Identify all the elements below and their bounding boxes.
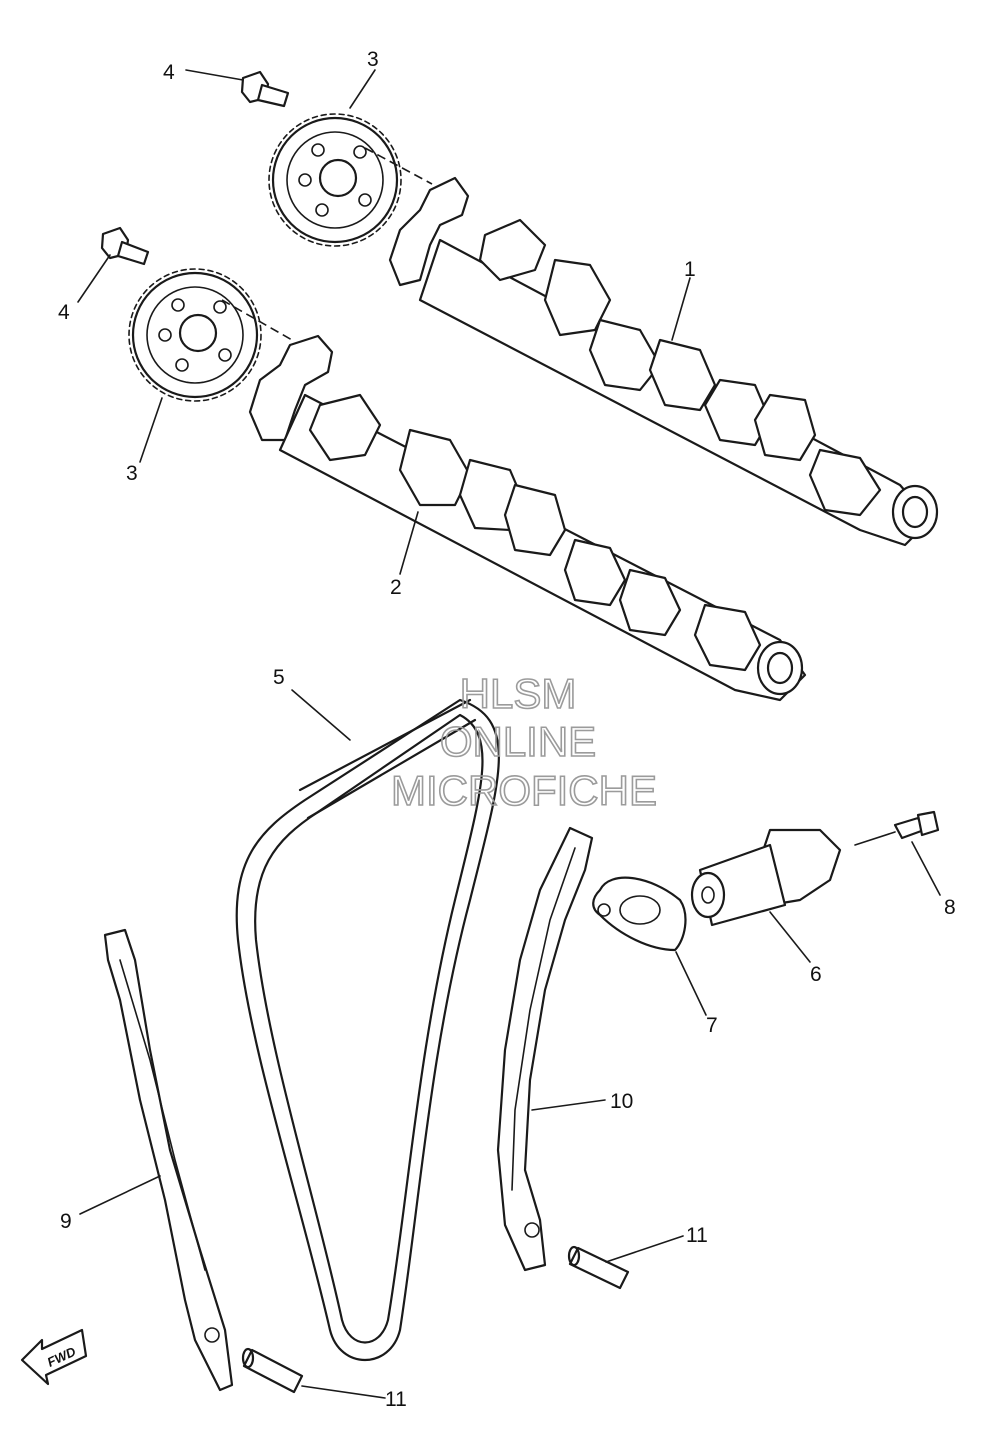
callout-9: 9 [60, 1210, 72, 1233]
watermark-line-1: HLSM [460, 670, 577, 717]
chain-guide-rear [103, 928, 234, 1392]
leader-lines [77, 69, 941, 1399]
callout-7: 7 [706, 1014, 718, 1037]
callout-3-upper: 3 [367, 48, 379, 71]
watermark-line-3: MICROFICHE [391, 767, 657, 814]
tensioner-gasket [592, 876, 687, 952]
callout-1: 1 [684, 258, 696, 281]
callout-6: 6 [810, 963, 822, 986]
callout-8: 8 [944, 896, 956, 919]
camshaft-lower [248, 334, 807, 702]
watermark-line-2: ONLINE [440, 718, 596, 765]
callout-3-lower: 3 [126, 462, 138, 485]
cam-chain [235, 698, 500, 1362]
callout-11-rear: 11 [385, 1388, 407, 1411]
watermark: HLSM ONLINE MICROFICHE [390, 669, 658, 815]
sprocket-upper [268, 113, 402, 247]
callout-11-front: 11 [686, 1224, 708, 1247]
bolt-lower [100, 226, 150, 266]
tensioner-bolt [893, 810, 940, 840]
chain-guide-front [496, 826, 594, 1272]
fwd-arrow-icon: FWD [20, 1328, 88, 1386]
bolt-upper [240, 70, 290, 108]
chain-tensioner [690, 828, 842, 927]
callout-10: 10 [610, 1090, 633, 1113]
dowel-pin-front [567, 1245, 630, 1290]
sprocket-lower [128, 268, 262, 402]
callout-5: 5 [273, 666, 285, 689]
callout-4-upper: 4 [163, 61, 175, 84]
callout-labels: 1 2 3 3 4 4 5 6 7 8 9 10 11 11 [58, 48, 956, 1411]
callout-2: 2 [390, 576, 402, 599]
dowel-pin-rear [241, 1347, 304, 1394]
callout-4-lower: 4 [58, 301, 70, 324]
camshaft-upper [388, 176, 939, 547]
